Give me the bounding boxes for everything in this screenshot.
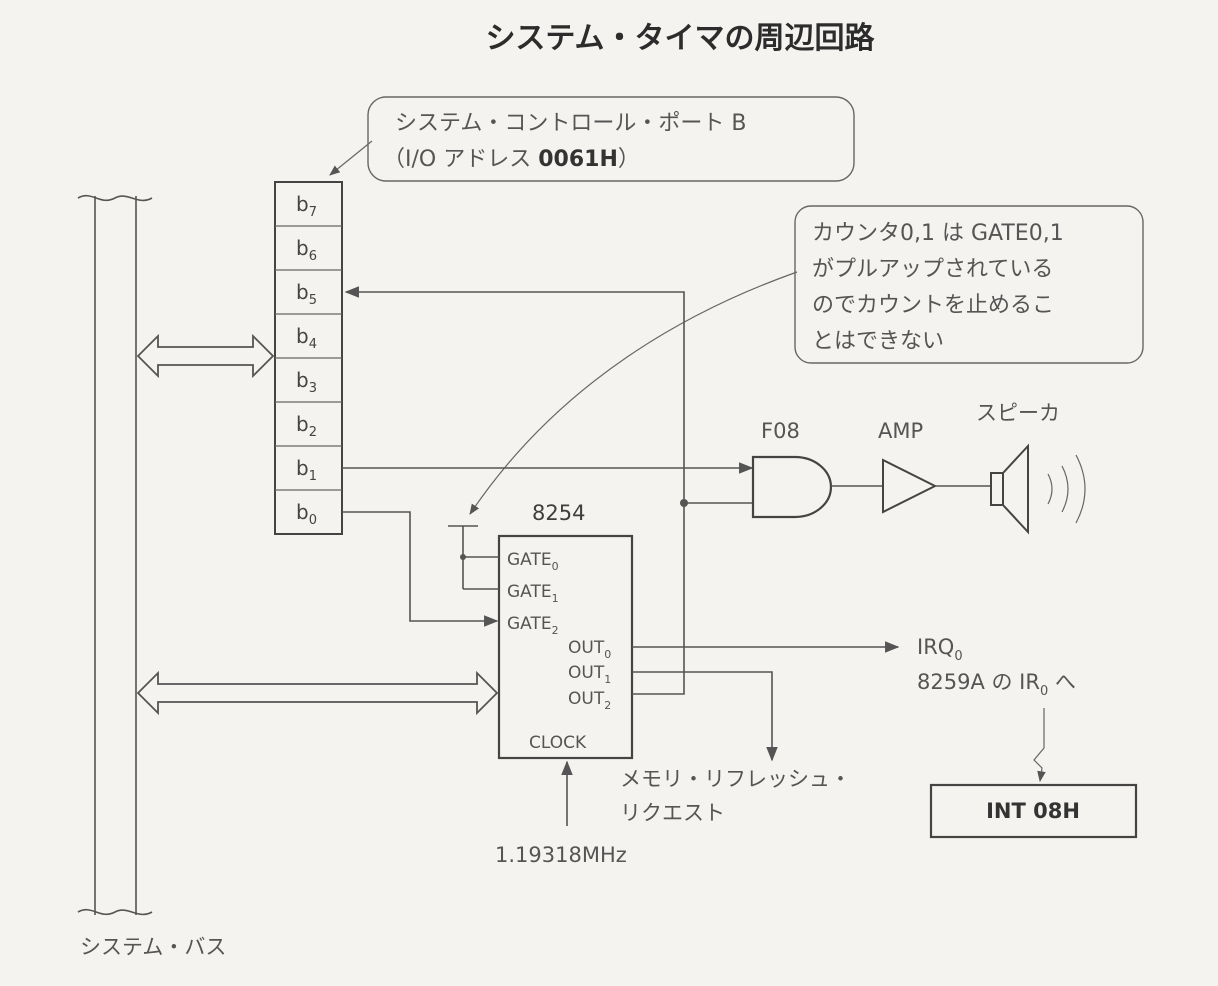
bit-b6: b6 [296,236,317,264]
and-gate-f08 [751,455,833,519]
amp-triangle [882,458,938,514]
refresh-line2: リクエスト [620,801,725,825]
port-callout: システム・コントロール・ポート B （I/O アドレス 0061H） [367,96,855,182]
timer-8254: GATE0 GATE1 GATE2 OUT0 OUT1 OUT2 CLOCK [497,534,634,760]
diagram-title: システム・タイマの周辺回路 [485,21,875,56]
out1-to-refresh-wire [632,671,778,762]
int-08h-box: INT 08H [929,783,1138,839]
amp-label: AMP [878,419,923,443]
port-callout-line1: システム・コントロール・ポート B [395,111,746,136]
clock-pin: CLOCK [529,733,587,753]
clock-frequency: 1.19318MHz [495,843,627,867]
port-callout-line2: （I/O アドレス 0061H） [383,147,640,172]
bit-b7: b7 [296,192,317,220]
b0-to-gate2-wire [342,511,499,627]
refresh-line1: メモリ・リフレッシュ・ [620,767,851,791]
speaker-icon [990,443,1086,535]
bit-b4: b4 [296,324,317,352]
gate2-pin: GATE2 [507,614,559,637]
gate-pullup [448,525,499,590]
timer-label: 8254 [532,501,585,525]
gate-callout-line3: のでカウントを止めるこ [812,293,1054,318]
bit-b2: b2 [296,412,317,440]
bus-port-double-arrow [136,333,275,379]
gate-callout-line2: がプルアップされている [812,257,1053,282]
bit-b1: b1 [296,456,317,484]
int-label: INT 08H [986,799,1080,823]
interrupt-bolt [1033,708,1046,783]
gate-callout-line1: カウンタ0,1 は GATE0,1 [812,221,1064,246]
system-bus [77,194,153,916]
out2-to-b5-wire [344,286,685,695]
and-gate-label: F08 [761,419,800,443]
irq-line1: IRQ0 [917,635,963,664]
bit-b0: b0 [296,500,317,528]
gate-callout-pointer [469,271,798,515]
bit-b5: b5 [296,280,317,308]
system-bus-label: システム・バス [80,935,226,959]
out1-pin: OUT1 [568,663,611,686]
irq-line2: 8259A の IR0 へ [917,670,1076,699]
gate1-pin: GATE1 [507,582,559,605]
bus-timer-double-arrow [136,670,499,716]
port-b-register: b7 b6 b5 b4 b3 b2 b1 b0 [274,181,343,535]
out2-pin: OUT2 [568,689,611,712]
out0-pin: OUT0 [568,638,611,661]
gate0-pin: GATE0 [507,550,559,573]
gate-callout-line4: とはできない [812,329,944,354]
speaker-label: スピーカ [976,401,1060,425]
gate-callout: カウンタ0,1 は GATE0,1 がプルアップされている のでカウントを止める… [794,205,1144,364]
bit-b3: b3 [296,368,317,396]
